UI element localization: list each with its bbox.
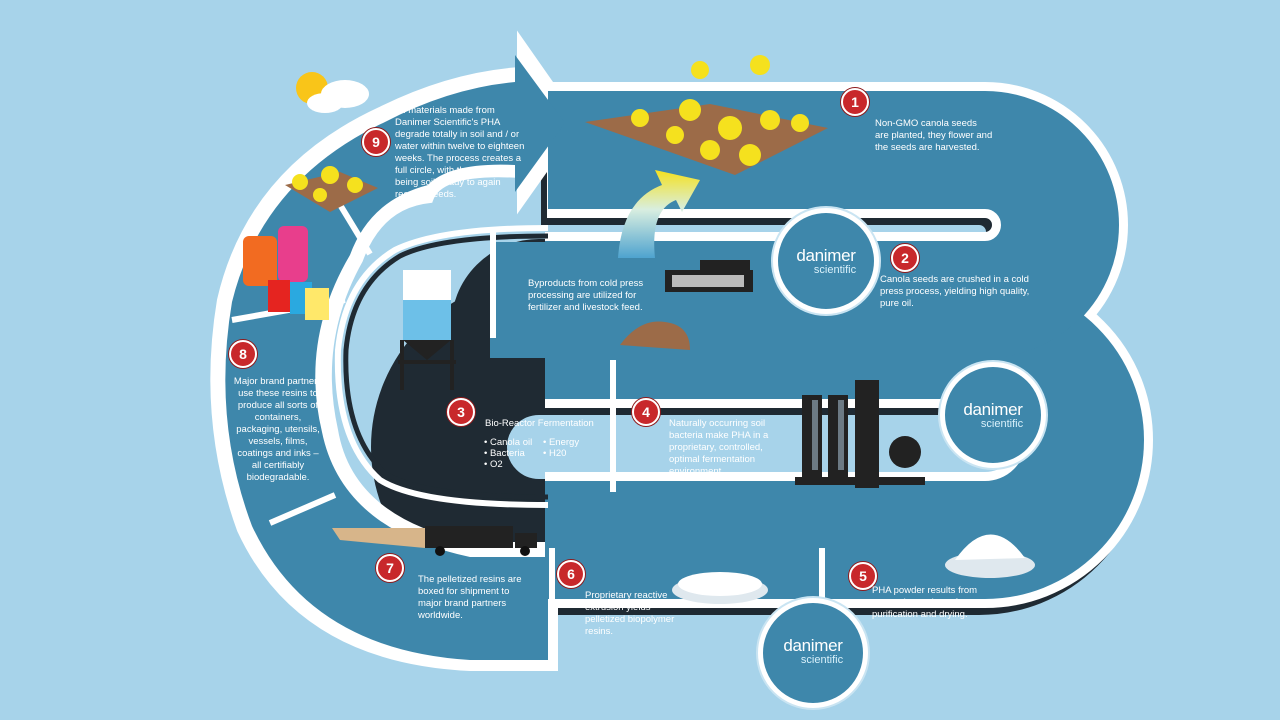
step-7-badge: 7	[376, 554, 404, 582]
logo-word-danimer: danimer	[796, 246, 856, 265]
step-3-badge: 3	[447, 398, 475, 426]
step-3-bullets-left: • Canola oil • Bacteria • O2	[484, 437, 532, 470]
step-2-badge: 2	[891, 244, 919, 272]
step-6-badge: 6	[557, 560, 585, 588]
step-8-badge: 8	[229, 340, 257, 368]
step-5-text: PHA powder results from separation, solv…	[872, 585, 978, 620]
step-5-badge: 5	[849, 562, 877, 590]
step-1-text: Non-GMO canola seeds are planted, they f…	[875, 118, 993, 153]
step-8-text: Major brand partners use these resins to…	[233, 376, 323, 483]
step-7-text: The pelletized resins are boxed for ship…	[418, 574, 522, 621]
pellets-dish-icon	[672, 572, 768, 604]
byproduct-pile-icon	[620, 321, 690, 350]
danimer-logo: danimer scientific	[773, 208, 879, 314]
powder-dish-icon	[945, 534, 1035, 578]
step-4-text: Naturally occurring soil bacteria make P…	[669, 418, 769, 477]
step-1-badge: 1	[841, 88, 869, 116]
step-3-title: Bio-Reactor Fermentation	[485, 418, 594, 429]
logo-word-scientific: scientific	[800, 654, 844, 666]
bullet: • Bacteria	[484, 448, 525, 459]
byproducts-text: Byproducts from cold press processing ar…	[528, 278, 644, 313]
logo-word-scientific: scientific	[813, 264, 857, 276]
logo-word-danimer: danimer	[783, 636, 843, 655]
bullet: • Energy	[543, 437, 580, 448]
consumer-products-icon	[243, 226, 329, 320]
danimer-logo: danimer scientific	[940, 362, 1046, 468]
logo-word-scientific: scientific	[980, 418, 1024, 430]
truck-icon	[332, 526, 537, 556]
canola-flowers-icon	[292, 55, 809, 202]
step-6-text: Proprietary reactive extrusion yields pe…	[585, 590, 675, 637]
step-2-text: Canola seeds are crushed in a cold press…	[880, 274, 1030, 309]
logo-word-danimer: danimer	[963, 400, 1023, 419]
bullet: • H20	[543, 448, 567, 459]
bullet: • Canola oil	[484, 437, 533, 448]
danimer-logo: danimer scientific	[758, 598, 868, 708]
fermentation-plant-icon	[795, 380, 925, 488]
step-4-badge: 4	[632, 398, 660, 426]
cold-press-icon	[665, 260, 753, 292]
bioreactor-icon	[398, 270, 456, 390]
step-9-badge: 9	[362, 128, 390, 156]
step-3-bullets-right: • Energy • H20	[543, 437, 579, 459]
sun-clouds-icon	[296, 72, 369, 113]
step-9-text: All materials made from Danimer Scientif…	[395, 105, 525, 200]
bullet: • O2	[484, 459, 503, 470]
